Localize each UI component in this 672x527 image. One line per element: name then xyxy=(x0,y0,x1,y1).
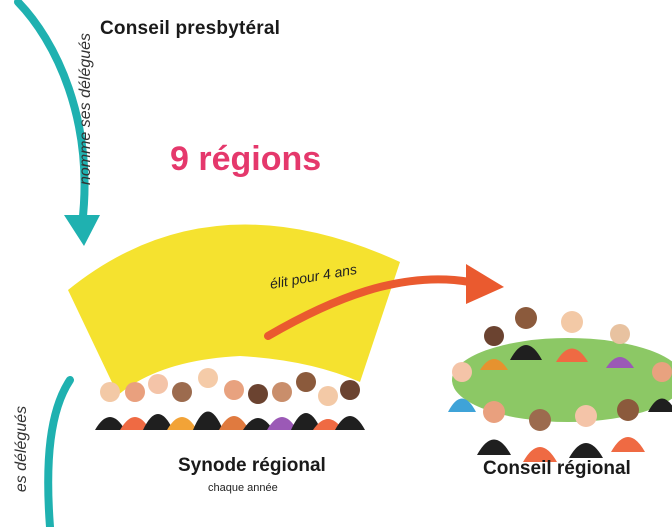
conseil-regional-label: Conseil régional xyxy=(483,458,631,479)
yellow-fan-shape xyxy=(68,224,400,395)
orange-curved-arrow-icon xyxy=(264,275,474,340)
conseil-presbyteral-label: Conseil presbytéral xyxy=(100,18,281,39)
conseil-people-icon xyxy=(448,307,672,462)
delegues-bottom-label: es délégués xyxy=(13,405,30,493)
teal-curved-arrow-icon xyxy=(14,0,89,229)
orange-arrowhead-icon xyxy=(466,264,504,304)
nomme-delegues-label: nomme ses délégués xyxy=(77,32,94,186)
regions-count-title: 9 régions xyxy=(170,140,322,178)
synode-regional-label: Synode régional xyxy=(178,455,326,476)
chaque-annee-label: chaque année xyxy=(208,482,278,494)
teal-bottom-arc-icon xyxy=(44,376,74,527)
teal-arrowhead-icon xyxy=(64,215,100,246)
synode-people-icon xyxy=(95,368,365,430)
